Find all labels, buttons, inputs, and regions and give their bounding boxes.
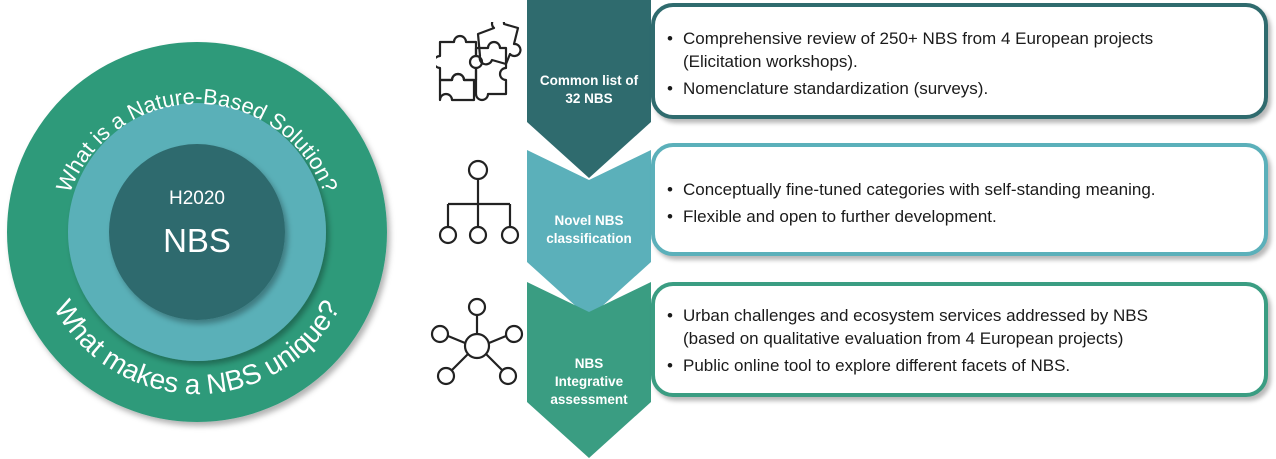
step-3-label: NBS Integrative assessment (550, 356, 628, 407)
inner-circle (109, 144, 285, 320)
step-3-chevron (527, 282, 651, 458)
network-icon (430, 297, 524, 386)
puzzle-icon (436, 22, 522, 102)
nbs-circle-diagram: What is a Nature-Based Solution? What ma… (7, 42, 387, 422)
step-1-chevron (527, 0, 651, 178)
center-title: H2020 (169, 188, 225, 209)
step-2-bullet-2: Flexible and open to further development… (667, 205, 1250, 228)
center-subtitle: NBS (163, 222, 231, 259)
hierarchy-icon (438, 159, 520, 245)
step-3-box: Urban challenges and ecosystem services … (651, 282, 1268, 397)
step-1-bullet-2: Nomenclature standardization (surveys). (667, 77, 1250, 100)
step-3-bullet-1: Urban challenges and ecosystem services … (667, 304, 1250, 350)
step-1-bullet-1: Comprehensive review of 250+ NBS from 4 … (667, 27, 1250, 73)
step-2-box: Conceptually fine-tuned categories with … (651, 143, 1268, 256)
step-1-label: Common list of 32 NBS (539, 73, 639, 106)
step-2-bullet-1: Conceptually fine-tuned categories with … (667, 178, 1250, 201)
step-1-box: Comprehensive review of 250+ NBS from 4 … (651, 3, 1268, 119)
step-3-bullet-2: Public online tool to explore different … (667, 354, 1250, 377)
step-2-label: Novel NBS classification (546, 213, 632, 246)
step-2-chevron (527, 150, 651, 318)
